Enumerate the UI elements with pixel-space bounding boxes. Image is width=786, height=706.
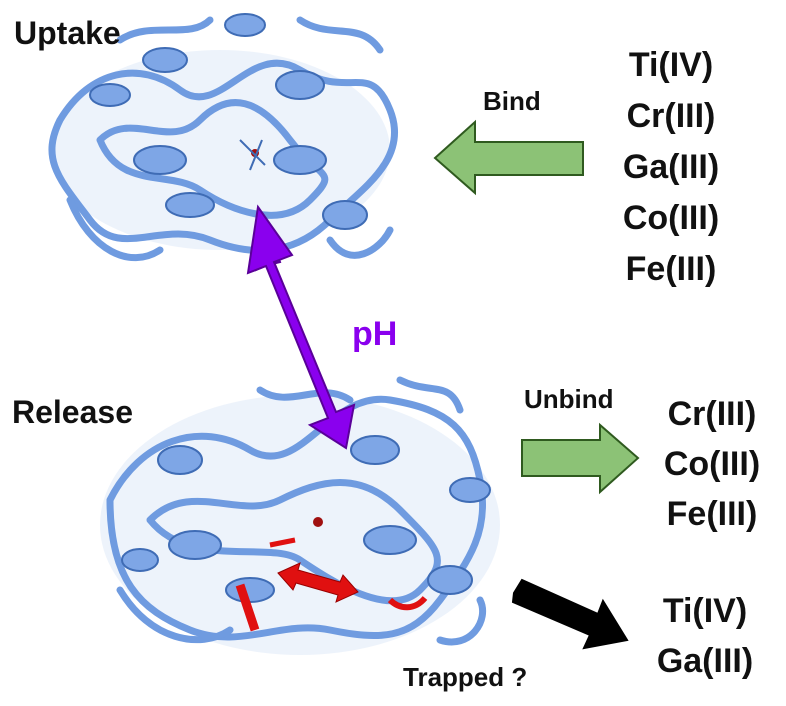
bound-metals-list: Ti(IV) Cr(III) Ga(III) Co(III) Fe(III) — [623, 46, 719, 288]
bind-label: Bind — [483, 86, 541, 116]
trapped-label: Trapped ? — [403, 662, 527, 692]
unbind-arrow — [521, 422, 640, 495]
red-double-arrow — [277, 562, 359, 603]
trapped-metals-list: Ti(IV) Ga(III) — [657, 592, 753, 680]
metal-item: Ga(III) — [657, 642, 753, 680]
red-loop-right — [387, 595, 428, 611]
protein-uptake-structure — [48, 13, 399, 262]
uptake-label: Uptake — [14, 15, 121, 51]
red-loop-left — [235, 583, 260, 632]
metal-item: Co(III) — [623, 199, 719, 237]
trapped-arrow — [511, 578, 629, 650]
ph-label: pH — [352, 315, 397, 353]
metal-item: Ga(III) — [623, 148, 719, 186]
metal-item: Cr(III) — [668, 395, 757, 433]
unbind-label: Unbind — [524, 384, 614, 414]
metal-item: Cr(III) — [627, 97, 716, 135]
metal-item: Co(III) — [664, 445, 760, 483]
metal-item: Ti(IV) — [629, 46, 713, 84]
bind-arrow — [433, 119, 584, 196]
release-label: Release — [12, 394, 133, 430]
metal-item: Fe(III) — [667, 495, 758, 533]
released-metals-list: Cr(III) Co(III) Fe(III) — [664, 395, 760, 533]
metal-item: Ti(IV) — [663, 592, 747, 630]
protein-release-structure — [100, 376, 500, 655]
metal-item: Fe(III) — [626, 250, 717, 288]
